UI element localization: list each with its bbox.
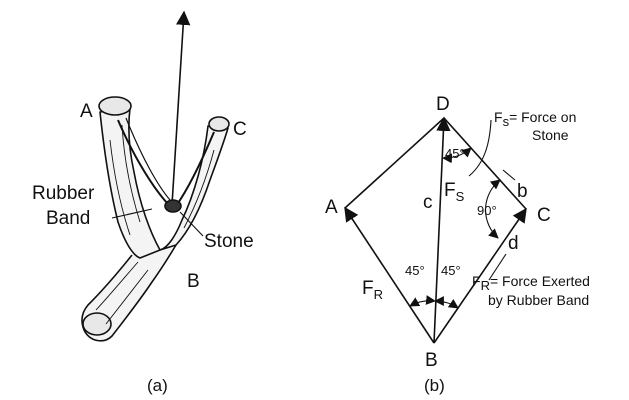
caption-a: (a) [147,376,168,395]
fs-note-line1: Fs= Force on [494,109,576,129]
vector-ba [344,206,435,344]
right-arm-end [208,116,230,132]
fs-note-line2: Stone [532,127,569,143]
fs-note-leader [468,119,492,177]
label-vertex-a: A [325,197,338,218]
arc-bottom-left-45 [409,295,436,307]
vector-bc [433,207,527,344]
label-segment-b: b [517,181,528,202]
stone [164,199,182,213]
left-arm-end [98,96,132,116]
label-segment-d: d [508,233,519,254]
label-fs: FS [444,180,465,204]
fr-note-leader [488,253,507,281]
b-leader [502,169,516,181]
vector-bd [433,116,451,344]
force-diagram [344,116,527,344]
launch-arrow [171,10,191,206]
handle-end [82,312,112,336]
label-vertex-b: B [425,350,438,371]
arc-top-45 [442,147,472,164]
angle-bottom-left: 45° [405,263,425,278]
label-fr: FR [362,278,383,302]
label-band: Band [46,208,90,229]
stone-leader [179,211,204,237]
fr-note-line1: FR= Force Exerted [472,273,590,293]
vector-dc [443,117,527,210]
label-vertex-d: D [436,94,450,115]
rubber-band-leader [111,208,153,219]
slingshot-drawing [81,10,230,342]
angle-top: 45° [445,146,465,161]
angle-right: 90° [477,203,497,218]
arc-right-90 [484,179,501,239]
vector-da [344,117,445,209]
angle-bottom-right: 45° [441,263,461,278]
label-vertex-c: C [537,205,551,226]
label-point-c: C [233,119,247,140]
label-point-a: A [80,101,93,122]
label-segment-c: c [423,192,433,213]
rubber-band-inner [125,117,171,201]
label-rubber: Rubber [32,183,95,204]
label-point-b: B [187,271,200,292]
fr-note-line2: by Rubber Band [488,292,589,308]
arc-bottom-right-45 [434,296,459,309]
slingshot-right-arm [159,125,229,251]
caption-b: (b) [424,376,445,395]
label-stone: Stone [204,231,254,252]
wood-grain [95,124,215,325]
